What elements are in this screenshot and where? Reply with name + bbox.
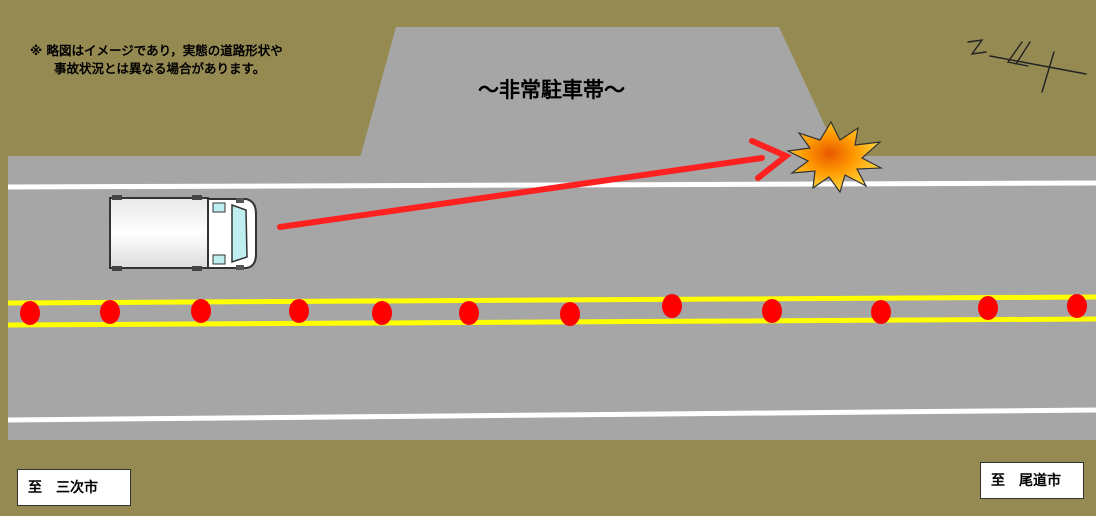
road-stud — [978, 296, 998, 320]
road-stud — [20, 301, 40, 325]
center-line-upper — [7, 294, 1096, 306]
road-stud — [762, 299, 782, 323]
edge-line-top — [7, 180, 1096, 190]
road-stud — [372, 301, 392, 325]
truck-icon — [109, 195, 257, 271]
destination-left-label: 至 三次市 — [17, 469, 131, 506]
trajectory-arrow — [277, 138, 792, 230]
emergency-parking-bay — [360, 27, 840, 158]
road-stud — [289, 299, 309, 323]
road-stud — [560, 302, 580, 326]
disclaimer-line-1: ※ 略図はイメージであり，実態の道路形状や — [30, 43, 283, 58]
road-stud — [459, 301, 479, 325]
edge-line-bottom — [7, 407, 1096, 423]
road-studs — [20, 294, 1087, 326]
road-stud — [662, 294, 682, 318]
road-stud — [191, 299, 211, 323]
disclaimer-note: ※ 略図はイメージであり，実態の道路形状や 事故状況とは異なる場合があります。 — [30, 42, 360, 78]
center-line-lower — [7, 316, 1096, 328]
collision-burst-icon — [785, 120, 884, 194]
destination-right-label: 至 尾道市 — [980, 462, 1084, 499]
emergency-parking-title: ～非常駐車帯～ — [478, 78, 625, 102]
road-stud — [1067, 294, 1087, 318]
disclaimer-line-2: 事故状況とは異なる場合があります。 — [54, 61, 266, 76]
north-arrow-icon — [967, 39, 1087, 93]
road-stud — [871, 300, 891, 324]
road-stud — [100, 300, 120, 324]
